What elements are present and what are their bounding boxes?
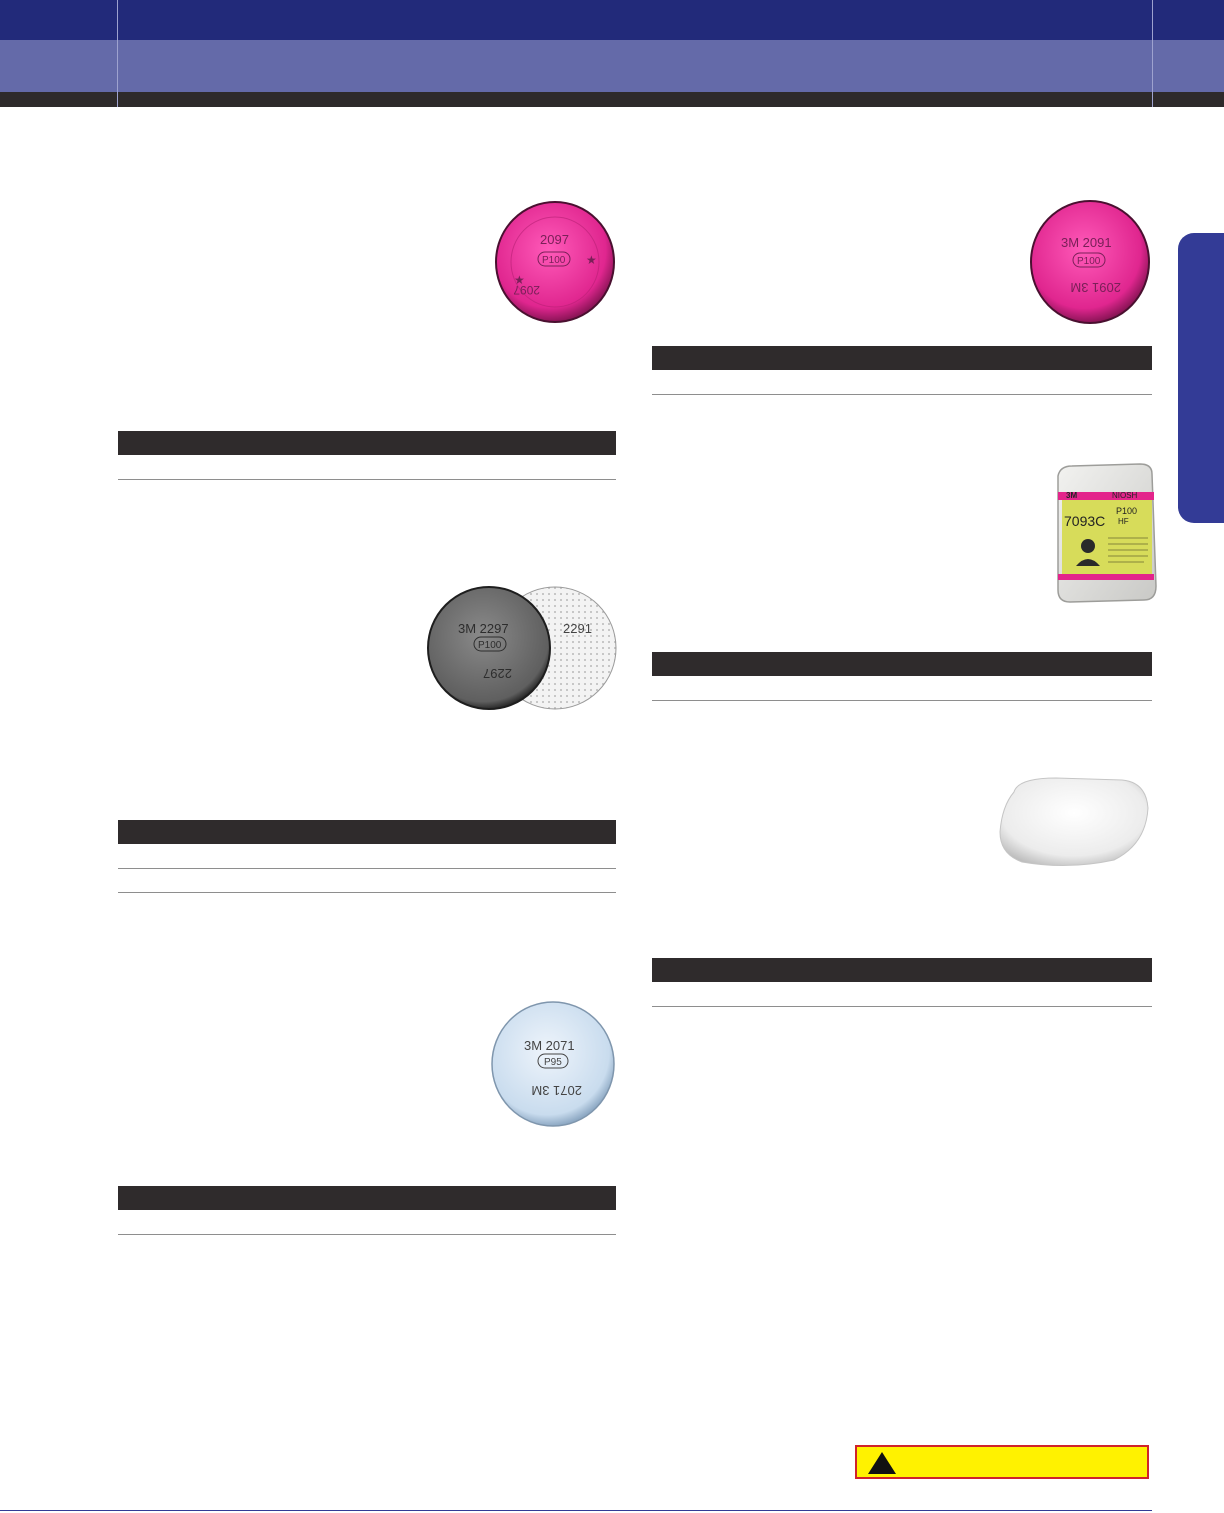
product-2297-label-bottom: 2297 (483, 666, 512, 681)
product-7093c-brand: 3M (1066, 491, 1077, 500)
product-2071-rating: P95 (544, 1057, 562, 1068)
product-2071-label-top: 3M 2071 (524, 1038, 575, 1053)
header-top-band (0, 0, 1224, 40)
rule-7093c (652, 700, 1152, 701)
product-7093c-hf: HF (1118, 517, 1129, 526)
product-image-7093c: 3M NIOSH 7093C P100 HF (1057, 463, 1157, 603)
section-bar-2097 (118, 431, 616, 455)
header-title-band (0, 40, 1224, 92)
warning-triangle-icon (868, 1452, 896, 1474)
header-divider-right (1152, 0, 1153, 107)
product-7093c-model: 7093C (1064, 513, 1105, 529)
rule-2071 (118, 1234, 616, 1235)
rule-prefilter (652, 1006, 1152, 1007)
section-bar-2297 (118, 820, 616, 844)
warning-box (855, 1445, 1149, 1479)
product-2297-label-top: 3M 2297 (458, 621, 509, 636)
product-2291-label: 2291 (563, 621, 592, 636)
rule-2297-b (118, 892, 616, 893)
product-2097-rating: P100 (542, 255, 566, 266)
product-2091-rating: P100 (1077, 256, 1101, 267)
rule-2297-a (118, 868, 616, 869)
product-image-2091: 3M 2091 P100 2091 3M (1030, 200, 1150, 324)
product-2297-rating: P100 (478, 640, 502, 651)
product-image-2297: 2291 3M 2297 P100 2297 (427, 586, 617, 710)
product-2091-label-top: 3M 2091 (1061, 235, 1112, 250)
section-bar-7093c (652, 652, 1152, 676)
header-bottom-band (0, 92, 1224, 107)
section-bar-2071 (118, 1186, 616, 1210)
product-2097-label-bottom: 2097 (513, 283, 540, 297)
svg-text:★: ★ (514, 273, 525, 287)
section-bar-prefilter (652, 958, 1152, 982)
product-image-2097: 2097 P100 2097 ★ ★ (495, 201, 615, 323)
section-side-tab[interactable] (1178, 233, 1224, 523)
header-divider-left (117, 0, 118, 107)
product-2071-label-bottom: 2071 3M (531, 1083, 582, 1098)
product-2091-label-bottom: 2091 3M (1070, 280, 1121, 295)
svg-text:★: ★ (586, 253, 597, 267)
product-7093c-rating: P100 (1116, 506, 1137, 516)
product-2097-label-top: 2097 (540, 232, 569, 247)
product-image-2071: 3M 2071 P95 2071 3M (491, 1001, 615, 1127)
rule-2091 (652, 394, 1152, 395)
rule-2097 (118, 479, 616, 480)
product-image-prefilter (999, 777, 1149, 867)
product-7093c-niosh: NIOSH (1112, 491, 1138, 500)
section-bar-2091 (652, 346, 1152, 370)
footer-rule (0, 1510, 1152, 1511)
